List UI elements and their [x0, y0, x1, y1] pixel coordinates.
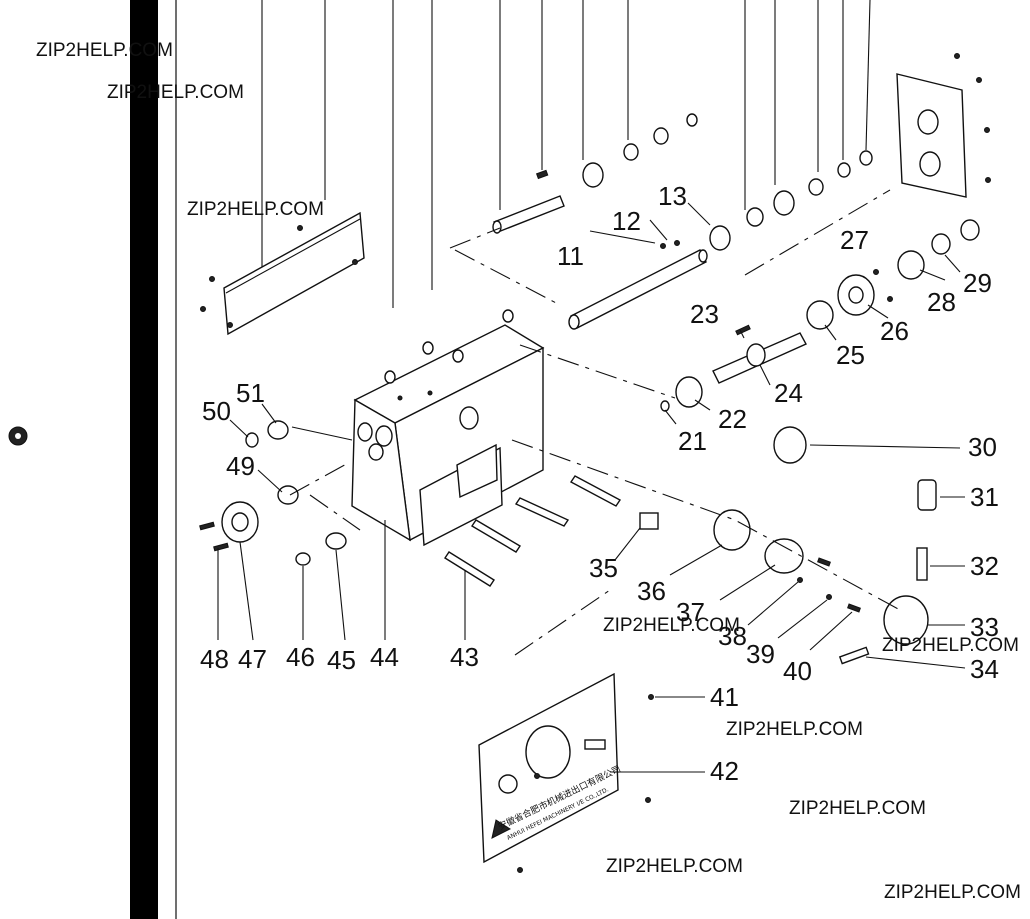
watermark: ZIP2HELP.COM [603, 615, 740, 636]
callout-leaders [217, 202, 966, 773]
callout-21: 21 [678, 426, 707, 456]
bushing-30 [773, 426, 807, 464]
left-small-parts [199, 420, 347, 566]
callout-49: 49 [226, 451, 255, 481]
callout-47: 47 [238, 644, 267, 674]
binding-margin-bar [130, 0, 158, 919]
callout-32: 32 [970, 551, 999, 581]
callout-22: 22 [718, 404, 747, 434]
margin-emblem [8, 426, 28, 446]
callout-40: 40 [783, 656, 812, 686]
watermark: ZIP2HELP.COM [36, 40, 173, 61]
callout-46: 46 [286, 642, 315, 672]
callout-30: 30 [968, 432, 997, 462]
callout-24: 24 [774, 378, 803, 408]
callout-34: 34 [970, 654, 999, 684]
callout-23: 23 [690, 299, 719, 329]
callout-36: 36 [637, 576, 666, 606]
callout-41: 41 [710, 682, 739, 712]
watermarks: ZIP2HELP.COM ZIP2HELP.COM ZIP2HELP.COM Z… [36, 40, 1021, 903]
watermark: ZIP2HELP.COM [187, 199, 324, 220]
bolts-43 [444, 475, 622, 587]
callout-27: 27 [840, 225, 869, 255]
callout-48: 48 [200, 644, 229, 674]
callout-33: 33 [970, 612, 999, 642]
right-small-parts [639, 479, 937, 665]
watermark: ZIP2HELP.COM [107, 82, 244, 103]
main-shaft-11 [568, 240, 708, 330]
right-cover-plate [896, 53, 991, 198]
callout-42: 42 [710, 756, 739, 786]
callout-31: 31 [970, 482, 999, 512]
watermark: ZIP2HELP.COM [884, 882, 1021, 903]
callout-12: 12 [612, 206, 641, 236]
callout-37: 37 [676, 597, 705, 627]
callout-44: 44 [370, 642, 399, 672]
callout-25: 25 [836, 340, 865, 370]
gear-22 [675, 376, 703, 408]
right-gear-train [806, 219, 980, 330]
callout-13: 13 [658, 181, 687, 211]
left-cover-plate [200, 211, 365, 336]
callout-numbers: 11 12 13 21 22 23 24 25 26 27 28 29 30 3… [200, 181, 999, 786]
gearbox-housing-44 [351, 309, 545, 547]
watermark: ZIP2HELP.COM [789, 798, 926, 819]
callout-29: 29 [963, 268, 992, 298]
top-leader-lines [261, 0, 871, 308]
callout-45: 45 [327, 645, 356, 675]
callout-11: 11 [557, 241, 584, 271]
callout-26: 26 [880, 316, 909, 346]
watermark: ZIP2HELP.COM [726, 719, 863, 740]
callout-38: 38 [718, 621, 747, 651]
callout-50: 50 [202, 396, 231, 426]
upper-shaft-assembly [492, 113, 873, 251]
callout-39: 39 [746, 639, 775, 669]
watermark: ZIP2HELP.COM [882, 635, 1019, 656]
washer-21 [660, 400, 670, 412]
centerlines [289, 189, 901, 656]
front-panel-plate-42 [478, 672, 654, 873]
shaft-24 [712, 324, 807, 384]
callout-43: 43 [450, 642, 479, 672]
callout-35: 35 [589, 553, 618, 583]
callout-51: 51 [236, 378, 265, 408]
callout-28: 28 [927, 287, 956, 317]
watermark: ZIP2HELP.COM [606, 856, 743, 877]
